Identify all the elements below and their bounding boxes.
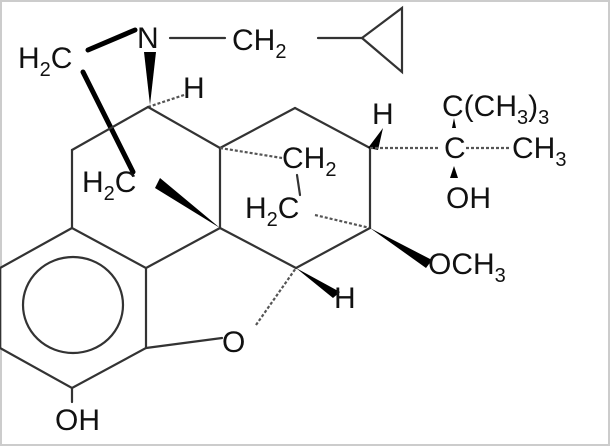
label-c-center: C	[444, 132, 466, 165]
label-h2c-mid: H2C	[245, 192, 299, 231]
label-n: N	[137, 22, 159, 55]
atom-labels: N CH2 H2C H H C(CH3)3 C CH3 OH CH2 H2C H…	[18, 22, 566, 437]
label-och3: OCH3	[428, 248, 506, 287]
label-ch3-right: CH3	[512, 132, 566, 171]
label-h-right: H	[372, 98, 394, 131]
label-h2c-top: H2C	[18, 42, 72, 81]
label-oh-right: OH	[446, 182, 491, 215]
label-h2c-left: H2C	[82, 166, 136, 205]
label-h-bottom: H	[334, 282, 356, 315]
label-h-top: H	[183, 72, 205, 105]
label-ch2-mid: CH2	[282, 142, 336, 181]
label-n-ch2: CH2	[232, 24, 286, 63]
label-tert-butyl: C(CH3)3	[442, 90, 549, 129]
bonds	[0, 5, 510, 404]
label-o-ring: O	[222, 326, 245, 359]
label-oh-bottom: OH	[55, 404, 100, 437]
